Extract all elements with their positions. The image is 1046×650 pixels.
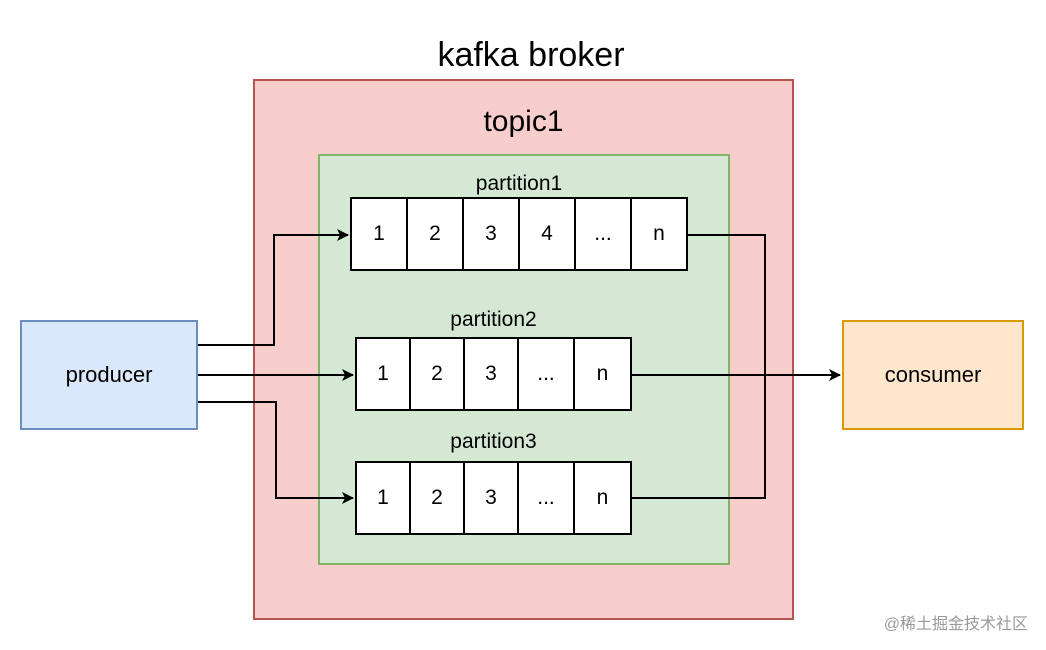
consumer-box: consumer [842,320,1024,430]
partition3-label: partition3 [450,430,537,453]
partition3-cell: ... [517,461,575,535]
partition3-to-consumer-line [632,375,766,499]
partition1-cell: 4 [518,197,576,271]
partition1-cell: ... [574,197,632,271]
producer-label: producer [65,362,153,387]
producer-to-partition1-arrow [198,229,349,346]
watermark: @稀土掘金技术社区 [883,616,1028,633]
partition1-row: 1 2 3 4 ... n [350,197,688,271]
partition2-cell: n [573,337,632,411]
partition1-label: partition1 [475,172,563,195]
producer-box: producer [20,320,198,430]
partition1-cell: n [630,197,688,271]
partition1-cell: 1 [350,197,408,271]
partition1-to-consumer-line [688,234,766,375]
partition2-label: partition2 [450,308,537,331]
partition3-row: 1 2 3 ... n [355,461,632,535]
partition2-row: 1 2 3 ... n [355,337,632,411]
partition1-cell: 3 [462,197,520,271]
consumer-label: consumer [884,362,982,387]
producer-to-partition3-arrow [198,401,354,504]
partition3-cell: n [573,461,632,535]
partition2-cell: 1 [355,337,411,411]
topic-label: topic1 [483,105,564,138]
broker-title: kafka broker [437,36,625,74]
partition3-cell: 3 [463,461,519,535]
